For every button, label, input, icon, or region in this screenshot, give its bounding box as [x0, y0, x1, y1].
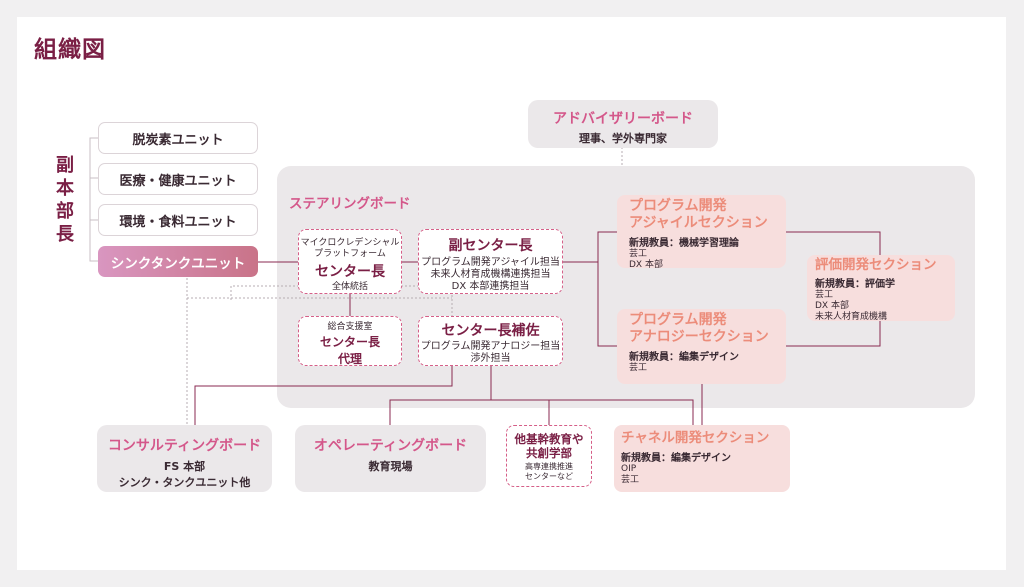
- channel-section: チャネル開発セクション 新規教員：編集デザイン OIP 芸工: [614, 425, 790, 492]
- unit-think-tank: シンクタンクユニット: [98, 246, 258, 277]
- general-support-title2: 代理: [337, 352, 362, 366]
- assistant-title: センター長補佐: [441, 323, 540, 339]
- consulting-line2: シンク・タンクユニット他: [118, 476, 251, 489]
- advisory-sub: 理事、学外専門家: [579, 132, 667, 145]
- assistant-line: 渉外担当: [470, 353, 511, 364]
- analogy-staff: 新規教員：編集デザイン: [629, 352, 739, 363]
- vice-president-label: 副 本 部 長: [50, 154, 80, 246]
- evaluation-dept: DX 本部: [815, 301, 849, 311]
- vlabel-char: 副: [56, 155, 74, 176]
- general-support-sub: 総合支援室: [327, 322, 373, 332]
- agile-staff: 新規教員：機械学習理論: [629, 238, 739, 249]
- other-dept-box: 他基幹教育や 共創学部 高専連携推進 センターなど: [506, 425, 592, 487]
- advisory-title: アドバイザリーボード: [553, 111, 693, 127]
- consulting-board: コンサルティングボード FS 本部 シンク・タンクユニット他: [97, 425, 272, 492]
- agile-dept: DX 本部: [629, 260, 663, 270]
- consulting-title: コンサルティングボード: [107, 438, 262, 454]
- advisory-board: アドバイザリーボード 理事、学外専門家: [528, 100, 718, 148]
- agile-title2: アジャイルセクション: [629, 215, 768, 231]
- unit-decarbonization: 脱炭素ユニット: [98, 122, 258, 154]
- vice-head-line: DX 本部連携担当: [451, 281, 530, 292]
- agile-section: プログラム開発 アジャイルセクション 新規教員：機械学習理論 芸工 DX 本部: [617, 195, 786, 270]
- other-dept-sub2: センターなど: [525, 472, 573, 481]
- agile-title1: プログラム開発: [629, 198, 727, 214]
- consulting-line1: FS 本部: [163, 460, 206, 473]
- channel-staff: 新規教員：編集デザイン: [621, 453, 731, 464]
- center-head-box: マイクロクレデンシャル プラットフォーム センター長 全体統括: [298, 229, 402, 294]
- operating-board: オペレーティングボード 教育現場: [295, 425, 486, 492]
- center-head-sub2: プラットフォーム: [314, 249, 386, 259]
- operating-title: オペレーティングボード: [313, 438, 468, 454]
- page-title: 組織図: [34, 37, 106, 63]
- assistant-line: プログラム開発アナロジー担当: [420, 341, 561, 352]
- analogy-title1: プログラム開発: [629, 312, 727, 328]
- vlabel-char: 部: [56, 201, 74, 222]
- evaluation-section: 評価開発セクション 新規教員：評価学 芸工 DX 本部 未来人材育成機構: [807, 255, 955, 322]
- other-dept-sub1: 高専連携推進: [525, 462, 573, 471]
- general-support-box: 総合支援室 センター長 代理: [298, 316, 402, 366]
- channel-title: チャネル開発セクション: [621, 430, 770, 446]
- vice-head-box: 副センター長 プログラム開発アジャイル担当 未来人材育成機構連携担当 DX 本部…: [418, 229, 563, 294]
- analogy-section: プログラム開発 アナロジーセクション 新規教員：編集デザイン 芸工: [617, 309, 786, 384]
- channel-dept: 芸工: [621, 475, 640, 485]
- vlabel-char: 長: [56, 224, 74, 245]
- analogy-title2: アナロジーセクション: [629, 329, 769, 345]
- center-head-title: センター長: [315, 264, 385, 280]
- evaluation-title: 評価開発セクション: [815, 257, 937, 273]
- vlabel-char: 本: [56, 178, 74, 199]
- vice-head-line: 未来人材育成機構連携担当: [430, 269, 551, 280]
- unit-medical-health: 医療・健康ユニット: [98, 163, 258, 195]
- other-dept-title2: 共創学部: [526, 446, 572, 460]
- vice-head-title: 副センター長: [448, 238, 533, 254]
- other-dept-title1: 他基幹教育や: [514, 432, 584, 446]
- unit-environment-food: 環境・食料ユニット: [98, 204, 258, 236]
- analogy-dept: 芸工: [629, 363, 648, 373]
- general-support-title1: センター長: [319, 335, 380, 349]
- evaluation-dept: 未来人材育成機構: [815, 312, 888, 322]
- assistant-box: センター長補佐 プログラム開発アナロジー担当 渉外担当: [418, 316, 563, 366]
- evaluation-staff: 新規教員：評価学: [815, 279, 895, 290]
- center-head-sub1: マイクロクレデンシャル: [300, 238, 400, 248]
- agile-dept: 芸工: [629, 249, 648, 259]
- channel-dept: OIP: [621, 464, 637, 474]
- steering-board-label: ステアリングボード: [289, 196, 411, 212]
- center-head-role: 全体統括: [331, 282, 368, 292]
- vice-head-line: プログラム開発アジャイル担当: [421, 257, 560, 268]
- operating-sub: 教育現場: [368, 460, 413, 473]
- evaluation-dept: 芸工: [815, 290, 834, 300]
